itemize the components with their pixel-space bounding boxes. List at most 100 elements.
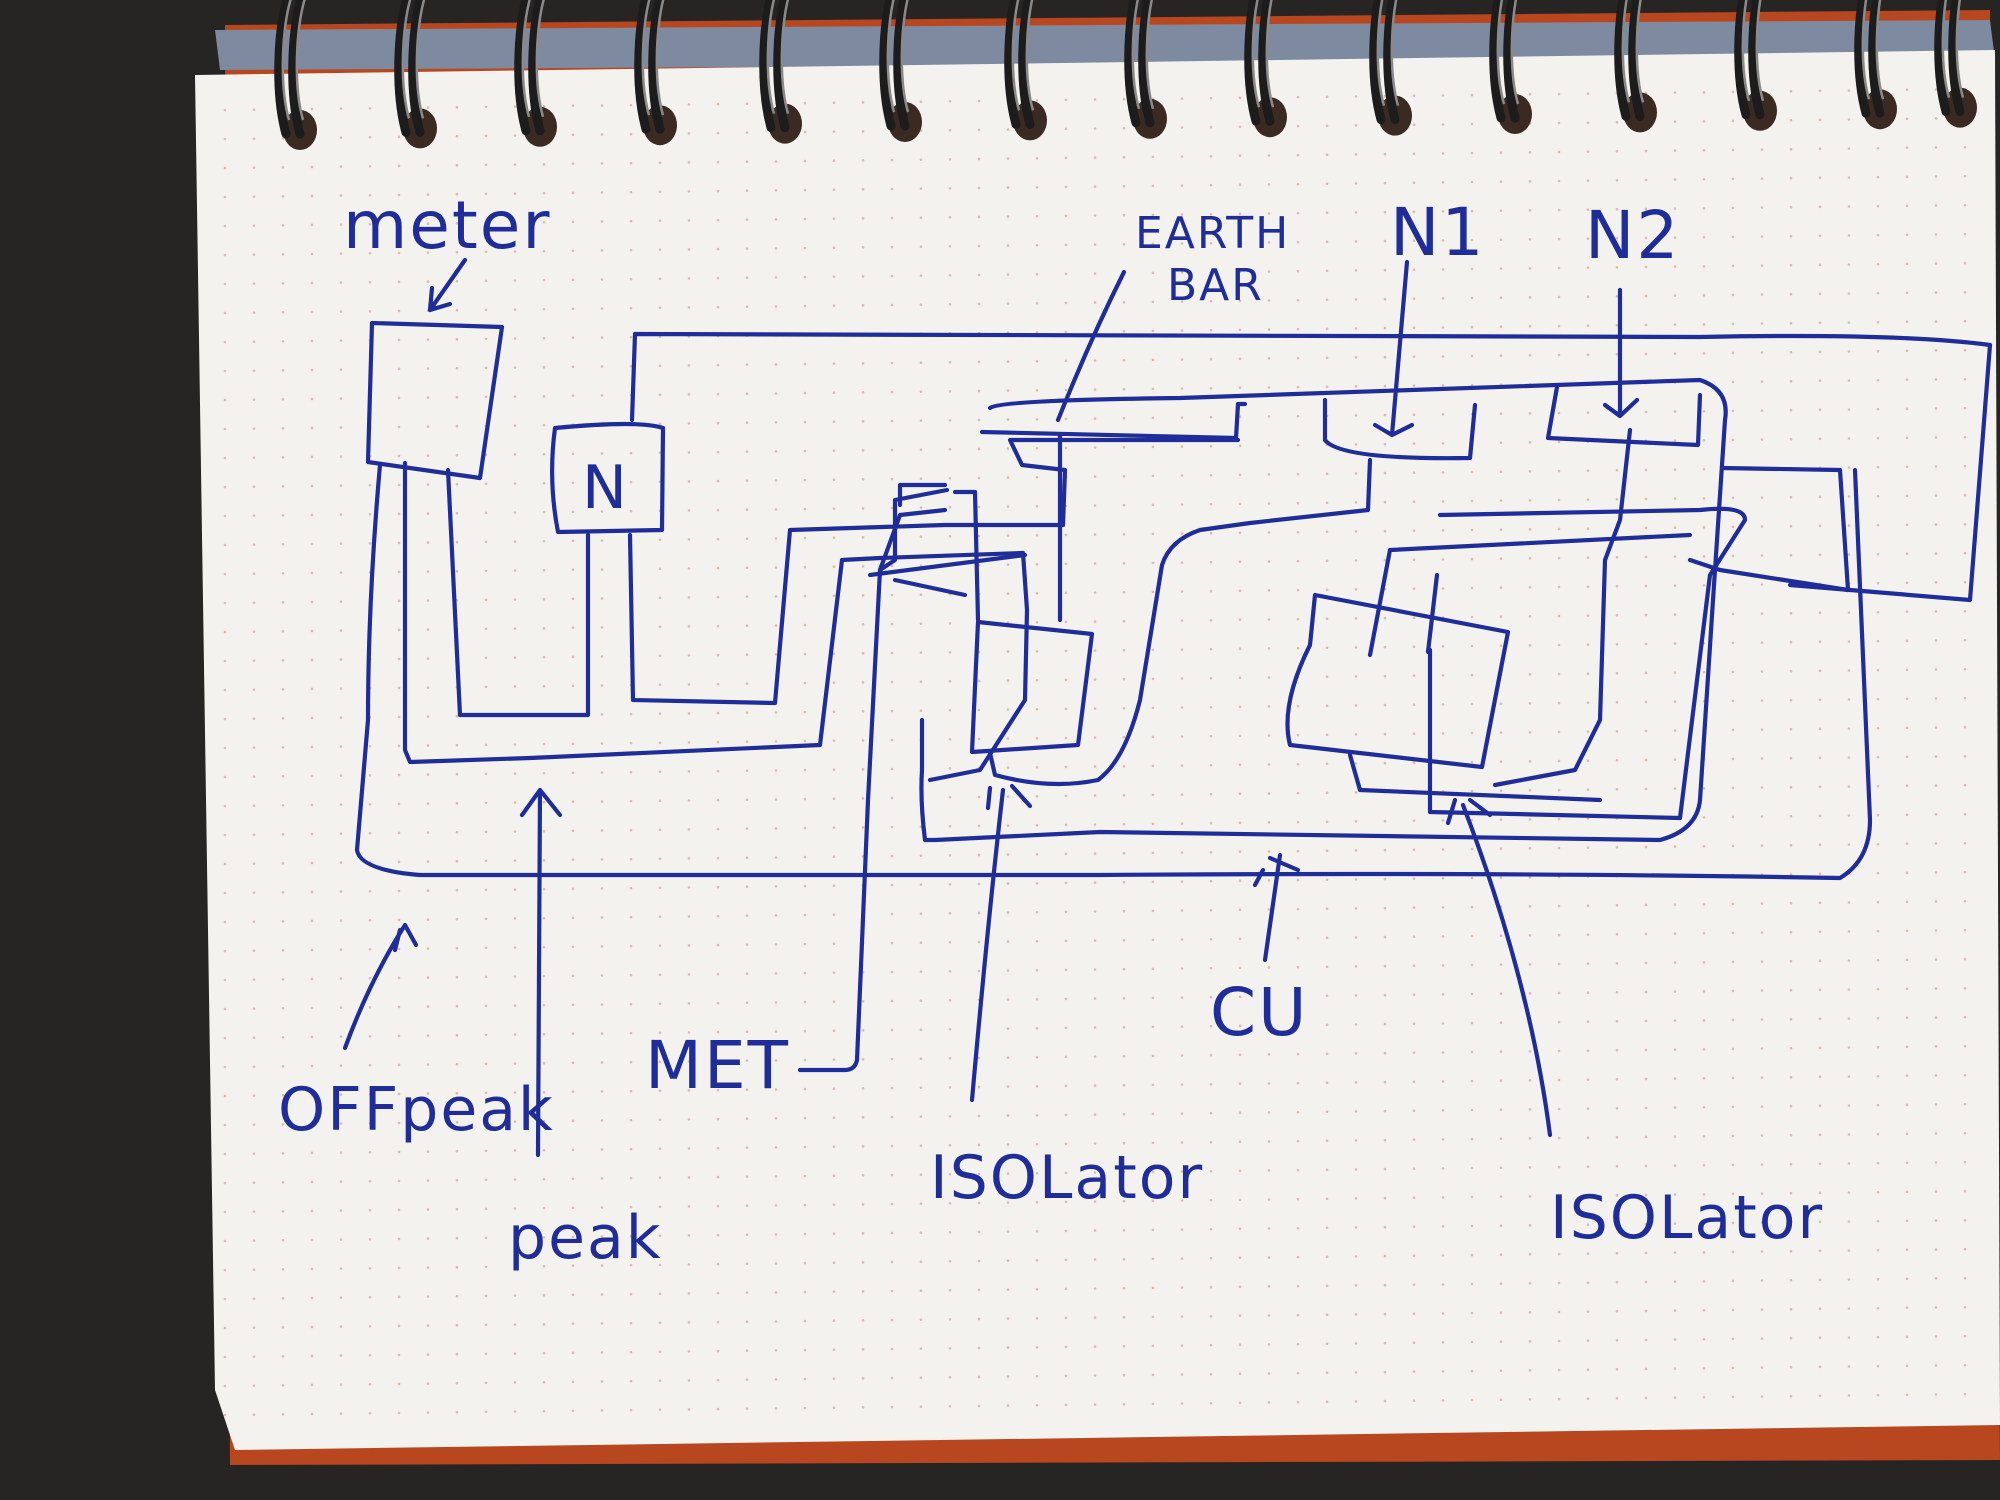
- grid-dot: [1325, 1371, 1329, 1375]
- grid-dot: [1325, 211, 1329, 215]
- grid-dot: [1296, 994, 1300, 998]
- grid-dot: [1934, 233, 1938, 236]
- grid-dot: [890, 303, 894, 307]
- grid-dot: [1296, 878, 1300, 882]
- grid-dot: [1441, 848, 1445, 851]
- grid-dot: [600, 162, 604, 165]
- grid-dot: [1180, 126, 1184, 129]
- grid-dot: [1325, 965, 1329, 969]
- grid-dot: [1557, 469, 1561, 473]
- grid-dot: [1006, 766, 1010, 769]
- grid-dot: [1615, 555, 1619, 559]
- spiral-ring-highlight: [886, 0, 896, 113]
- grid-dot: [774, 1175, 778, 1178]
- grid-dot: [919, 1289, 923, 1292]
- grid-dot: [1006, 418, 1010, 421]
- grid-dot: [600, 829, 604, 832]
- spiral-ring: [759, 0, 776, 133]
- grid-dot: [1238, 1372, 1242, 1376]
- grid-dot: [1180, 300, 1184, 303]
- grid-dot: [1122, 1025, 1126, 1029]
- grid-dot: [397, 251, 401, 255]
- grid-dot: [1296, 1284, 1300, 1288]
- grid-dot: [1615, 700, 1619, 704]
- grid-dot: [687, 1147, 691, 1150]
- grid-dot: [455, 540, 459, 544]
- grid-dot: [658, 625, 662, 629]
- grid-dot: [687, 103, 691, 106]
- grid-dot: [1673, 845, 1677, 848]
- grid-dot: [832, 536, 836, 539]
- grid-dot: [1267, 183, 1271, 186]
- grid-dot: [1644, 1251, 1648, 1255]
- grid-dot: [1209, 1198, 1213, 1202]
- spiral-ring: [773, 0, 790, 133]
- grid-dot: [1731, 1337, 1735, 1341]
- grid-dot: [571, 1090, 575, 1094]
- grid-dot: [1847, 1075, 1851, 1078]
- grid-dot: [1383, 1370, 1387, 1374]
- grid-dot: [513, 453, 517, 456]
- grid-dot: [1180, 648, 1184, 651]
- grid-dot: [832, 101, 836, 104]
- grid-dot: [1093, 678, 1097, 681]
- grid-dot: [339, 1064, 343, 1067]
- grid-dot: [339, 977, 343, 980]
- grid-dot: [1267, 995, 1271, 998]
- grid-dot: [1383, 1225, 1387, 1229]
- grid-dot: [1267, 966, 1271, 969]
- grid-dot: [1702, 177, 1706, 181]
- grid-dot: [223, 978, 227, 982]
- grid-dot: [1209, 444, 1213, 448]
- grid-dot: [919, 970, 923, 973]
- grid-dot: [455, 830, 459, 834]
- grid-dot: [890, 796, 894, 800]
- grid-dot: [1238, 734, 1242, 738]
- grid-dot: [1383, 413, 1387, 417]
- grid-dot: [890, 1086, 894, 1090]
- grid-dot: [484, 1323, 488, 1327]
- grid-dot: [948, 680, 952, 683]
- grid-dot: [687, 1321, 691, 1324]
- grid-dot: [1586, 1223, 1590, 1226]
- grid-dot: [1760, 844, 1764, 847]
- grid-dot: [1760, 786, 1764, 789]
- grid-dot: [1035, 1084, 1039, 1088]
- grid-dot: [1789, 1249, 1793, 1253]
- grid-dot: [1209, 96, 1213, 100]
- grid-dot: [1731, 699, 1735, 703]
- grid-dot: [1383, 1109, 1387, 1113]
- grid-dot: [571, 887, 575, 891]
- grid-dot: [1122, 735, 1126, 739]
- grid-dot: [890, 390, 894, 394]
- grid-dot: [1818, 756, 1822, 760]
- grid-dot: [310, 977, 314, 981]
- grid-dot: [977, 128, 981, 132]
- grid-dot: [1325, 182, 1329, 186]
- grid-dot: [1731, 235, 1735, 239]
- grid-dot: [1006, 824, 1010, 827]
- grid-dot: [1644, 149, 1648, 153]
- grid-dot: [774, 769, 778, 772]
- grid-dot: [281, 891, 285, 894]
- grid-dot: [1905, 378, 1909, 382]
- grid-dot: [1064, 794, 1068, 798]
- grid-dot: [745, 450, 749, 454]
- grid-dot: [1615, 207, 1619, 211]
- cu-arrow: [1252, 852, 1301, 963]
- spiral-ring: [1489, 0, 1506, 123]
- grid-dot: [1905, 1161, 1909, 1165]
- grid-dot: [716, 363, 720, 367]
- grid-dot: [890, 1028, 894, 1032]
- grid-dot: [716, 885, 720, 889]
- grid-dot: [1644, 903, 1648, 907]
- grid-dot: [1702, 1076, 1706, 1080]
- grid-dot: [1151, 1199, 1155, 1203]
- grid-dot: [1731, 177, 1735, 181]
- grid-dot: [1818, 89, 1822, 93]
- grid-dot: [1122, 213, 1126, 217]
- grid-dot: [948, 390, 952, 393]
- grid-dot: [1035, 330, 1039, 334]
- grid-dot: [1499, 180, 1503, 183]
- grid-dot: [484, 888, 488, 892]
